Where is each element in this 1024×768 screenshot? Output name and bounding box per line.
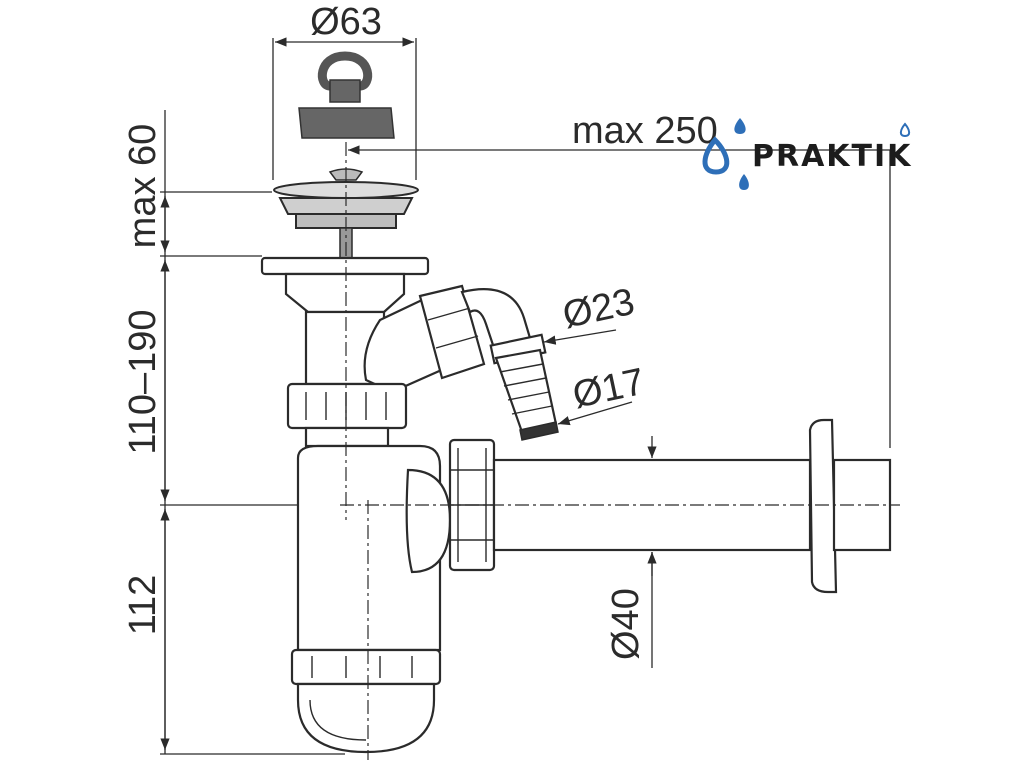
drop-icon xyxy=(734,118,746,134)
outlet-diameter-label: Ø23 xyxy=(559,281,638,337)
vertical-dimensions: max 60 110–190 112 xyxy=(122,110,345,755)
top-diameter-dimension: Ø63 xyxy=(272,1,417,180)
vertical-bottom-label: 112 xyxy=(122,575,164,636)
pipe-diameter-label: Ø40 xyxy=(605,588,647,660)
hose-diameter-label: Ø17 xyxy=(569,361,648,417)
top-diameter-label: Ø63 xyxy=(310,1,382,43)
center-lines xyxy=(340,142,900,760)
drop-icon xyxy=(739,174,749,190)
outlet-pipe xyxy=(448,418,892,594)
drain-stopper xyxy=(298,51,395,139)
max-reach-dimension: max 250 xyxy=(348,110,891,448)
brand-name: PRAKTIK xyxy=(752,139,912,174)
upper-nut xyxy=(286,382,408,448)
side-outlet xyxy=(363,284,559,441)
vertical-mid-label: 110–190 xyxy=(122,309,164,454)
sink-flange xyxy=(260,256,430,386)
bottle-trap xyxy=(290,444,452,754)
max-reach-label: max 250 xyxy=(572,110,718,152)
drop-icon xyxy=(899,122,911,138)
outlet-dimensions: Ø23 Ø17 xyxy=(543,281,648,426)
praktik-logo: PRAKTIK xyxy=(702,118,912,190)
pipe-diameter-dimension: Ø40 xyxy=(605,436,657,668)
vertical-top-label: max 60 xyxy=(122,124,164,249)
drop-icon xyxy=(702,136,730,175)
